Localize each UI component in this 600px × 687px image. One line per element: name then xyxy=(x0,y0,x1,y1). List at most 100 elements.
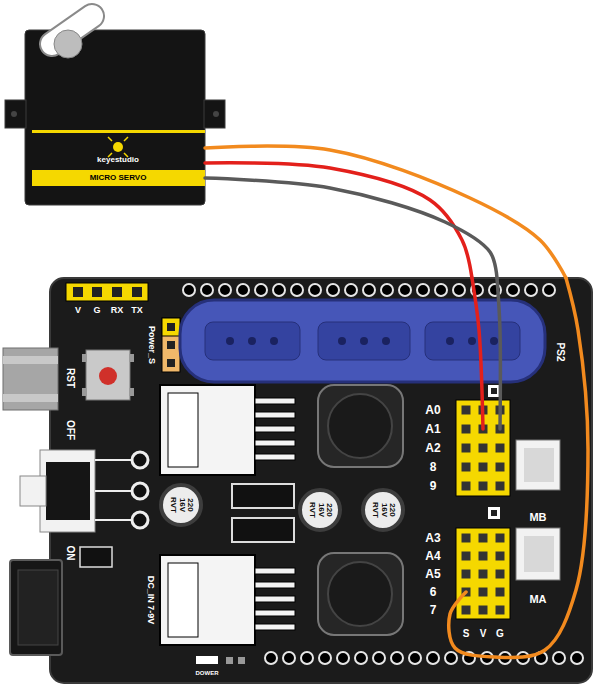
pin-label: A1 xyxy=(425,423,440,436)
ps2-socket xyxy=(180,300,545,382)
switch-label: OFF xyxy=(65,420,76,440)
inductor xyxy=(318,385,403,467)
capacitor: 220 16V RVT xyxy=(160,484,202,526)
smd-part xyxy=(232,484,294,542)
slide-switch xyxy=(132,452,148,468)
jumper-label: Power_S xyxy=(146,326,155,364)
capacitor-value: 220 16V RVT xyxy=(307,499,332,521)
servo-motor: keyestudioMICRO SERVO xyxy=(25,30,205,205)
pin-label: A4 xyxy=(425,550,440,563)
voltage-regulator xyxy=(255,582,295,588)
pin-header xyxy=(456,528,510,619)
servo-wire xyxy=(205,146,566,278)
slide-switch xyxy=(20,476,46,506)
voltage-regulator xyxy=(160,385,295,645)
serial-header xyxy=(92,287,102,297)
led-label: DOWER xyxy=(196,670,219,676)
servo-tab xyxy=(213,111,219,117)
servo-logo xyxy=(108,137,128,157)
voltage-regulator xyxy=(255,568,295,574)
capacitor: 220 16V RVT xyxy=(299,489,341,531)
smd-part xyxy=(232,518,294,542)
servo-tab xyxy=(5,100,26,128)
switch-label: ON xyxy=(65,546,76,561)
socket-label: PS2 xyxy=(555,343,566,362)
driver-shield-outline xyxy=(50,278,592,683)
reset-button xyxy=(99,367,117,385)
capacitor: 220 16V RVT xyxy=(362,489,404,531)
inductor xyxy=(328,562,392,626)
pin-label: 7 xyxy=(430,604,437,617)
servo-logo xyxy=(108,137,128,157)
ps2-socket xyxy=(248,337,256,345)
inductor xyxy=(318,553,403,635)
ps2-socket xyxy=(360,337,368,345)
servo-stripe xyxy=(32,130,205,186)
power-led xyxy=(196,656,218,664)
slide-switch xyxy=(46,462,90,520)
voltage-regulator xyxy=(255,440,295,446)
voltage-regulator xyxy=(255,426,295,432)
driver-shield: VGRXTXPower_SPS2RSTA0A1OFFA289MBA3ONA4A5… xyxy=(50,278,592,683)
ps2-socket xyxy=(180,300,545,382)
pin-label: S xyxy=(463,629,470,640)
pin-header xyxy=(491,388,497,394)
pin-holes xyxy=(180,281,558,299)
capacitor-value: 220 16V RVT xyxy=(168,494,193,516)
pin-label: A3 xyxy=(425,532,440,545)
pin-header xyxy=(491,510,497,516)
pin-holes xyxy=(262,649,586,667)
slide-switch xyxy=(132,512,148,528)
pin-label: V xyxy=(480,629,487,640)
servo-tab xyxy=(204,100,225,128)
pin-label: A5 xyxy=(425,568,440,581)
pin-label: G xyxy=(496,629,504,640)
power-jumper xyxy=(167,323,175,331)
reset-button xyxy=(82,354,87,362)
ps2-socket xyxy=(338,337,346,345)
slide-switch xyxy=(95,460,132,520)
usb-port xyxy=(3,348,58,410)
pin-label: TX xyxy=(131,306,143,315)
inductor xyxy=(328,394,392,458)
power-led xyxy=(238,657,245,664)
ps2-socket xyxy=(468,337,476,345)
motor-connector xyxy=(524,536,554,572)
servo-stripe xyxy=(32,130,205,133)
motor-connector xyxy=(516,528,560,580)
usb-port xyxy=(3,356,58,364)
ps2-socket xyxy=(226,337,234,345)
voltage-regulator xyxy=(160,555,255,645)
slide-switch xyxy=(20,450,148,532)
serial-header xyxy=(66,283,148,301)
servo-wire xyxy=(205,178,497,278)
ps2-socket xyxy=(270,337,278,345)
wire-end xyxy=(449,278,588,658)
serial-header xyxy=(66,283,148,301)
pin-label: A0 xyxy=(425,404,440,417)
pin-label: A2 xyxy=(425,442,440,455)
smd-part xyxy=(80,547,112,567)
servo-tab xyxy=(5,100,225,128)
voltage-regulator xyxy=(255,454,295,460)
serial-header xyxy=(73,287,83,297)
smd-part xyxy=(232,484,294,508)
usb-port xyxy=(3,394,58,402)
motor-connector xyxy=(516,440,560,580)
usb-port xyxy=(3,348,58,410)
brand-label: keyestudio xyxy=(97,156,139,164)
dc-jack xyxy=(10,560,62,655)
voltage-regulator xyxy=(255,624,295,630)
button-label: RST xyxy=(65,368,76,388)
motor-connector xyxy=(516,440,560,490)
voltage-regulator xyxy=(255,412,295,418)
model-label: MICRO SERVO xyxy=(90,174,147,182)
pin-label: RX xyxy=(111,306,124,315)
power-jumper xyxy=(162,318,180,372)
